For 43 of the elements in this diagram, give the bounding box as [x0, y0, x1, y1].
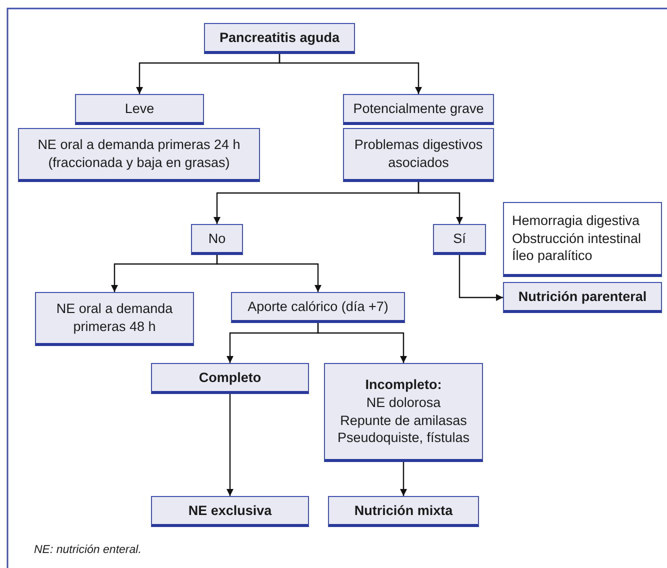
node-text: Completo [198, 368, 262, 386]
node-text: NE dolorosa [366, 394, 441, 412]
node-text: Leve [124, 100, 154, 118]
node-text: NE oral a demanda primeras 24 h (fraccionada y baja en grasas) [36, 136, 242, 172]
node-text: Potencialmente grave [353, 100, 484, 118]
node-text: Pseudoquiste, fístulas [337, 429, 470, 447]
arrow [226, 394, 234, 496]
arrow [418, 182, 463, 224]
arrow [317, 323, 407, 363]
process-box [191, 224, 243, 255]
process-box [75, 94, 204, 125]
node-text: No [208, 230, 226, 248]
footnote: NE: nutrición enteral. [34, 544, 142, 556]
process-box [324, 363, 483, 462]
node-text: Repunte de amilasas [340, 412, 467, 430]
process-box [151, 363, 309, 394]
node-text: Nutrición mixta [354, 502, 453, 520]
process-box [204, 23, 355, 54]
node-text: Pancreatitis aguda [219, 28, 340, 46]
arrow [278, 54, 422, 94]
node-text: Hemorragia digestiva [512, 212, 640, 230]
process-box [343, 128, 494, 182]
node-text: Obstrucción intestinal [512, 230, 642, 248]
note-box [503, 202, 662, 277]
process-box [231, 292, 405, 323]
arrow [216, 255, 322, 292]
node-text: Aporte calórico (día +7) [248, 298, 388, 316]
node-text: NE exclusiva [188, 502, 272, 520]
process-box [503, 282, 662, 313]
process-box [35, 292, 194, 346]
node-text: Incompleto: [365, 376, 442, 394]
process-box [343, 94, 494, 125]
process-box [18, 128, 260, 182]
arrow [400, 462, 407, 496]
node-text: NE oral a demanda primeras 48 h [55, 300, 174, 336]
node-text: Íleo paralítico [512, 247, 592, 265]
node-text: Problemas digestivos asociados [353, 136, 484, 172]
process-box [328, 496, 479, 527]
arrow [458, 255, 503, 301]
node-text: Nutrición parenteral [518, 288, 647, 306]
process-box [433, 224, 486, 255]
node-text: Sí [453, 230, 466, 248]
process-box [151, 496, 309, 527]
